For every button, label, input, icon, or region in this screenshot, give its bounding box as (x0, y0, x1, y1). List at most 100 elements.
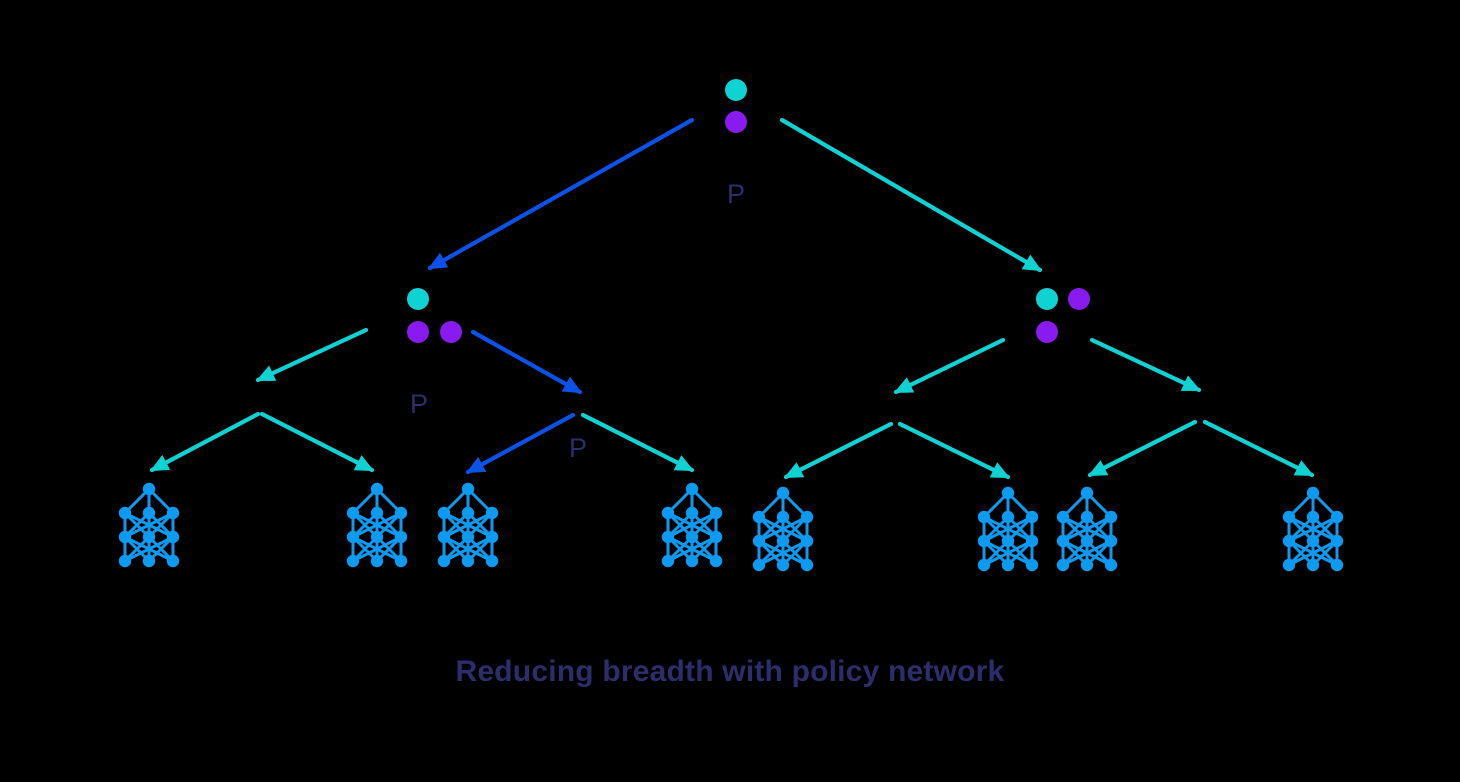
edge-jright-to-net8 (1202, 419, 1315, 478)
edge-midright-to-jinnerR (893, 337, 1006, 395)
leaf-network-5 (752, 486, 814, 572)
leaf-network-8-unit-1-0 (1282, 510, 1296, 524)
leaf-network-1-link (124, 511, 174, 539)
leaf-network-3-unit-1-1 (461, 506, 475, 520)
leaf-network-1-unit-0-0 (142, 482, 156, 496)
leaf-network-5-unit-2-0 (752, 534, 766, 548)
figure-caption: Reducing breadth with policy network (455, 655, 1005, 688)
leaf-network-6-unit-3-0 (977, 558, 991, 572)
leaf-network-8-unit-0-0 (1306, 486, 1320, 500)
leaf-network-3-unit-2-1 (461, 530, 475, 544)
leaf-network-1-link (124, 535, 174, 563)
leaf-network-5-unit-2-1 (776, 534, 790, 548)
leaf-network-5-unit-1-1 (776, 510, 790, 524)
leaf-network-8-link (1288, 515, 1338, 543)
leaf-network-2-unit-1-0 (346, 506, 360, 520)
leaf-network-6-link (983, 539, 1033, 567)
edge-jleft-to-net2 (259, 411, 375, 473)
leaf-network-5-unit-1-0 (752, 510, 766, 524)
edge-jleft-to-net1 (149, 411, 261, 473)
root-node-dot-purple-1 (725, 111, 747, 133)
mid-left-node (407, 288, 462, 343)
leaf-network-6-unit-2-1 (1001, 534, 1015, 548)
leaf-network-6-link (983, 515, 1033, 543)
leaf-network-8-unit-2-2 (1330, 534, 1344, 548)
leaf-network-3-unit-1-0 (437, 506, 451, 520)
leaf-network-1-unit-3-0 (118, 554, 132, 568)
policy-label-p-mid-left: P (410, 389, 428, 419)
policy-label-p-mid-inner: P (569, 433, 587, 463)
edge-jinner-to-net4 (580, 412, 695, 473)
leaf-network-5-unit-1-2 (800, 510, 814, 524)
mid-left-node-dot-cyan-0 (407, 288, 429, 310)
leaf-network-6 (977, 486, 1039, 572)
leaf-network-4 (661, 482, 723, 568)
leaf-network-6-unit-1-0 (977, 510, 991, 524)
leaf-networks-layer (118, 482, 1344, 572)
leaf-network-1-unit-2-0 (118, 530, 132, 544)
leaf-network-4-unit-1-0 (661, 506, 675, 520)
leaf-network-1-unit-3-2 (166, 554, 180, 568)
edge-jinnerR-to-net6 (897, 421, 1011, 480)
leaf-network-7-link (1062, 539, 1112, 567)
leaf-network-8-unit-3-2 (1330, 558, 1344, 572)
leaf-network-5-unit-3-1 (776, 558, 790, 572)
leaf-network-2-unit-3-2 (394, 554, 408, 568)
leaf-network-4-unit-3-0 (661, 554, 675, 568)
leaf-network-2-link (352, 535, 402, 563)
leaf-network-1-unit-2-2 (166, 530, 180, 544)
edge-jinner-to-net3 (465, 412, 576, 475)
leaf-network-2-unit-3-1 (370, 554, 384, 568)
edge-jinnerR-to-net5 (783, 421, 894, 480)
leaf-network-5-unit-2-2 (800, 534, 814, 548)
leaf-network-7-link (1062, 515, 1112, 543)
leaf-network-1 (118, 482, 180, 568)
mid-left-node-dot-purple-2 (440, 321, 462, 343)
leaf-network-8-unit-3-1 (1306, 558, 1320, 572)
leaf-network-5-link (758, 515, 808, 543)
leaf-network-2-unit-2-2 (394, 530, 408, 544)
leaf-network-4-unit-2-2 (709, 530, 723, 544)
leaf-network-3-unit-2-2 (485, 530, 499, 544)
leaf-network-5-link (758, 539, 808, 567)
leaf-network-4-unit-2-0 (661, 530, 675, 544)
leaf-network-6-unit-1-2 (1025, 510, 1039, 524)
leaf-network-1-unit-3-1 (142, 554, 156, 568)
leaf-network-7 (1056, 486, 1118, 572)
policy-labels-layer: PPP (410, 179, 745, 463)
leaf-network-2-unit-2-1 (370, 530, 384, 544)
leaf-network-2-link (352, 511, 402, 539)
leaf-network-2-unit-1-2 (394, 506, 408, 520)
mid-right-node-dot-purple-2 (1036, 321, 1058, 343)
leaf-network-8-unit-2-1 (1306, 534, 1320, 548)
leaf-network-2 (346, 482, 408, 568)
leaf-network-3-link (443, 535, 493, 563)
leaf-network-6-unit-2-0 (977, 534, 991, 548)
leaf-network-2-unit-0-0 (370, 482, 384, 496)
leaf-network-8-unit-1-2 (1330, 510, 1344, 524)
leaf-network-5-unit-0-0 (776, 486, 790, 500)
edge-root-to-mid-right (779, 117, 1043, 273)
leaf-network-6-unit-3-2 (1025, 558, 1039, 572)
leaf-network-3-unit-0-0 (461, 482, 475, 496)
edge-midleft-to-jinner (470, 329, 583, 395)
edge-midleft-to-jleft (255, 327, 369, 383)
leaf-network-7-unit-2-2 (1104, 534, 1118, 548)
node-dots-layer (407, 79, 1090, 343)
mid-left-node-dot-purple-1 (407, 321, 429, 343)
leaf-network-6-unit-0-0 (1001, 486, 1015, 500)
leaf-network-6-unit-3-1 (1001, 558, 1015, 572)
leaf-network-4-unit-2-1 (685, 530, 699, 544)
leaf-network-7-unit-3-0 (1056, 558, 1070, 572)
leaf-network-4-link (667, 535, 717, 563)
leaf-network-3-unit-3-1 (461, 554, 475, 568)
leaf-network-4-unit-3-1 (685, 554, 699, 568)
leaf-network-2-unit-2-0 (346, 530, 360, 544)
edge-jright-to-net7 (1087, 419, 1198, 478)
leaf-network-5-unit-3-0 (752, 558, 766, 572)
edges-layer (149, 117, 1315, 480)
root-node (725, 79, 747, 133)
leaf-network-7-unit-1-0 (1056, 510, 1070, 524)
